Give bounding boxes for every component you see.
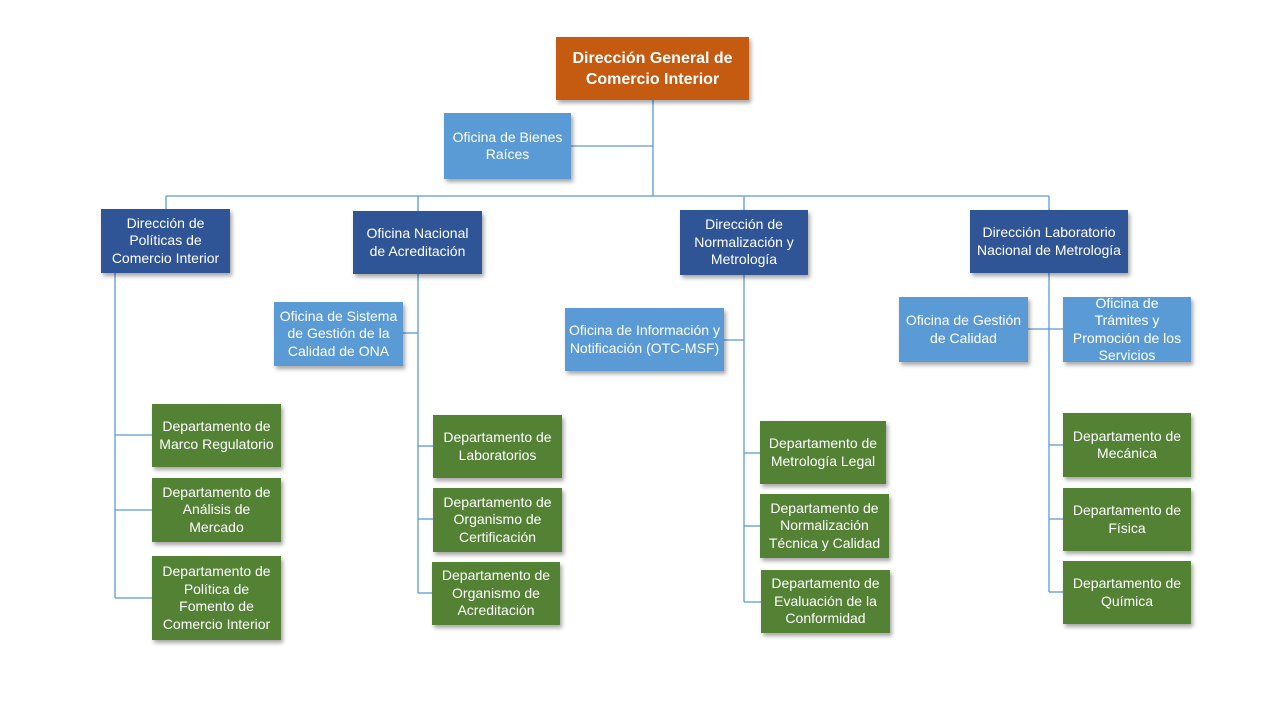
department-box: Departamento de Metrología Legal [760,421,886,484]
office-box: Oficina de Información y Notificación (O… [565,308,724,371]
department-box: Departamento de Laboratorios [433,415,562,478]
office-box: Oficina de Sistema de Gestión de la Cali… [274,302,403,366]
department-box: Departamento de Análisis de Mercado [152,478,281,542]
direction-box: Dirección de Normalización y Metrología [680,210,808,275]
direction-box: Dirección Laboratorio Nacional de Metrol… [970,210,1128,273]
department-box: Departamento de Política de Fomento de C… [152,556,281,640]
department-box: Departamento de Normalización Técnica y … [760,494,889,558]
department-box: Departamento de Organismo de Certificaci… [433,488,562,552]
department-box: Departamento de Química [1063,561,1191,624]
staff-office-box: Oficina de Bienes Raíces [444,113,571,179]
department-box: Departamento de Marco Regulatorio [152,404,281,467]
department-box: Departamento de Mecánica [1063,413,1191,477]
direction-box: Dirección de Políticas de Comercio Inter… [101,209,230,273]
department-box: Departamento de Física [1063,488,1191,551]
office-box: Oficina de Trámites y Promoción de los S… [1063,295,1191,363]
department-box: Departamento de Evaluación de la Conform… [761,570,890,633]
department-box: Departamento de Organismo de Acreditació… [432,562,560,625]
office-box: Oficina de Gestión de Calidad [899,297,1028,362]
top-direction-box: Dirección General de Comercio Interior [556,37,749,100]
direction-box: Oficina Nacional de Acreditación [353,211,482,274]
